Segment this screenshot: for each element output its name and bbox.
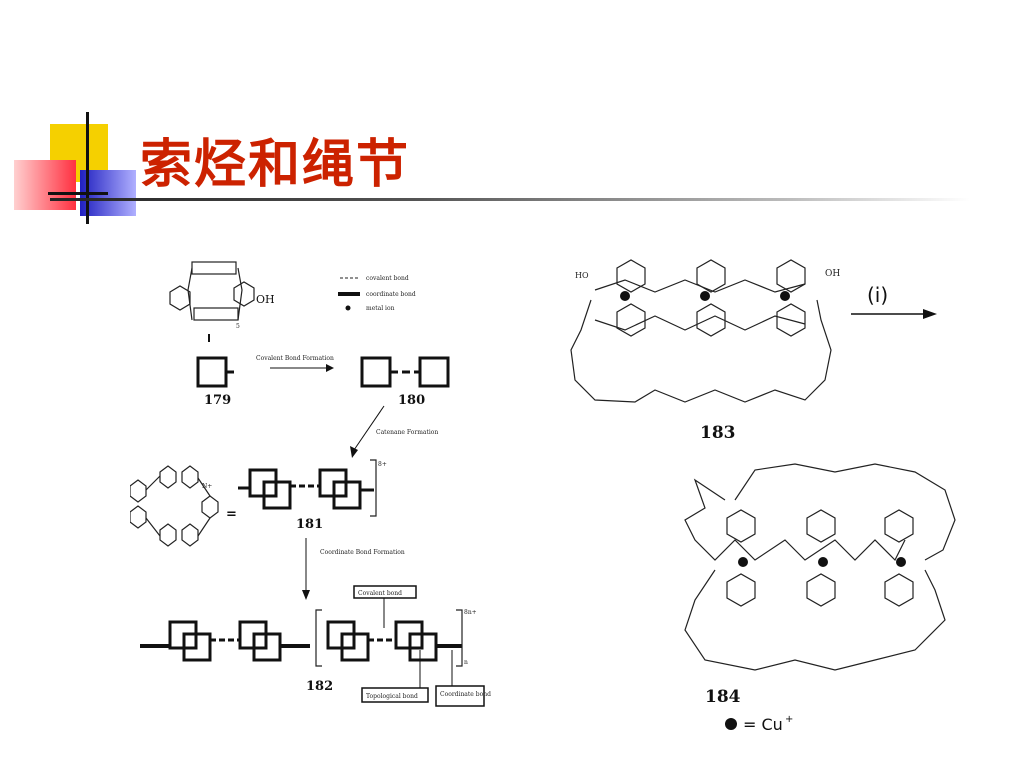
svg-text:Coordinate bond: Coordinate bond xyxy=(440,691,491,698)
macrocycle-sketch: OH 5 xyxy=(169,261,275,330)
cu-ion-183-1 xyxy=(620,291,630,301)
reagent-label: (i) xyxy=(867,283,888,307)
step2-label: Catenane Formation xyxy=(376,429,438,436)
legend-metal: metal ion xyxy=(366,305,395,312)
oh-label-right: OH xyxy=(825,269,840,279)
compound-183-label: 183 xyxy=(700,423,736,443)
svg-text:Topological bond: Topological bond xyxy=(366,693,418,700)
ho-label: HO xyxy=(575,271,589,280)
compound-183-structure: HO OH xyxy=(570,259,840,403)
ligand-sketch: N+ xyxy=(130,465,219,547)
step1-label: Covalent Bond Formation xyxy=(256,355,334,362)
compound-180-box-left xyxy=(360,356,392,388)
compound-182-label: 182 xyxy=(306,679,333,694)
compound-180-label: 180 xyxy=(398,393,425,408)
compound-179-box xyxy=(196,356,228,388)
compound-182-polymer xyxy=(140,609,463,667)
compound-184-label: 184 xyxy=(705,687,741,707)
left-scheme-diagram: OH 5 covalent bond coordinate bond metal… xyxy=(130,261,491,707)
n-subscript: n xyxy=(464,659,468,666)
cu-ion-183-2 xyxy=(700,291,710,301)
legend-coordinate: coordinate bond xyxy=(366,291,416,298)
phen-units-184 xyxy=(726,509,914,607)
svg-text:Covalent bond: Covalent bond xyxy=(358,590,402,597)
compound-184-structure xyxy=(684,463,956,671)
cu-ion-184-2 xyxy=(818,557,828,567)
sub5-label: 5 xyxy=(236,323,240,330)
cu-ion-184-3 xyxy=(896,557,906,567)
right-scheme-diagram: HO OH 183 (i) 184 = Cu + xyxy=(570,259,956,734)
cu-legend-superscript: + xyxy=(785,714,793,725)
compound-181-catenane xyxy=(238,459,377,517)
cu-legend-text: = Cu xyxy=(743,715,783,734)
legend: covalent bond coordinate bond metal ion xyxy=(338,275,416,312)
compound-181-label: 181 xyxy=(296,517,323,532)
oh-label: OH xyxy=(256,293,275,306)
callout-topological: Topological bond xyxy=(361,650,429,703)
compound-179-label: 179 xyxy=(204,393,231,408)
callout-covalent: Covalent bond xyxy=(353,585,417,628)
cu-ion-184-1 xyxy=(738,557,748,567)
charge-182: 8n+ xyxy=(464,609,477,616)
legend-covalent: covalent bond xyxy=(366,275,409,282)
step3-label: Coordinate Bond Formation xyxy=(320,549,405,556)
compound-180-box-right xyxy=(418,356,450,388)
deco-square-red xyxy=(14,160,76,210)
deco-horizontal-line xyxy=(48,192,108,195)
callout-coordinate: Coordinate bond xyxy=(435,650,491,707)
equals-sign: = xyxy=(226,507,237,522)
cu-ion-183-3 xyxy=(780,291,790,301)
slide-title: 索烃和绳节 xyxy=(140,135,411,195)
cu-legend-dot xyxy=(725,718,737,730)
n-plus-label: N+ xyxy=(202,483,212,490)
charge-181: 8+ xyxy=(378,461,387,468)
deco-vertical-line xyxy=(86,112,89,224)
phen-units-183 xyxy=(616,259,806,337)
title-underline xyxy=(50,198,970,201)
